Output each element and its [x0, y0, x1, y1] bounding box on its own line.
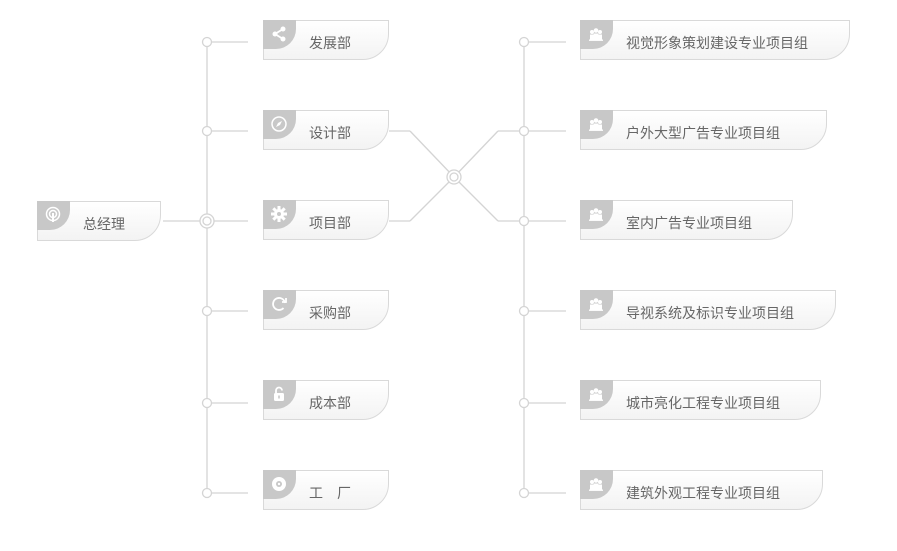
node-department-2[interactable]: 设计部: [263, 110, 389, 150]
group-junction-dot: [518, 487, 530, 499]
dept-junction-dot: [201, 487, 213, 499]
node-label: 视觉形象策划建设专业项目组: [626, 36, 808, 52]
node-project-group-2[interactable]: 户外大型广告专业项目组: [580, 110, 827, 150]
node-project-group-4[interactable]: 导视系统及标识专业项目组: [580, 290, 836, 330]
group-junction-dot: [518, 36, 530, 48]
node-label: 导视系统及标识专业项目组: [626, 306, 794, 322]
team-icon: [589, 118, 603, 131]
node-label: 设计部: [309, 126, 351, 142]
team-icon: [589, 208, 603, 221]
unlock-icon: [274, 386, 284, 401]
group-junction-dot: [518, 397, 530, 409]
root-junction-dot: [202, 216, 212, 226]
group-junction-dot: [518, 305, 530, 317]
node-label: 总经理: [83, 217, 125, 233]
dept-junction-dot: [201, 305, 213, 317]
node-department-4[interactable]: 采购部: [263, 290, 389, 330]
group-junction-dot: [518, 125, 530, 137]
group-junction-dot: [518, 215, 530, 227]
team-icon: [589, 28, 603, 41]
hub-to-group-3-line: [453, 176, 499, 222]
node-department-6[interactable]: 工 厂: [263, 470, 389, 510]
node-department-3[interactable]: 项目部: [263, 200, 389, 240]
node-department-1[interactable]: 发展部: [263, 20, 389, 60]
node-label: 城市亮化工程专业项目组: [626, 396, 780, 412]
node-project-group-3[interactable]: 室内广告专业项目组: [580, 200, 793, 240]
share-icon: [272, 26, 286, 42]
node-label: 户外大型广告专业项目组: [626, 126, 780, 142]
dept-junction-dot: [201, 125, 213, 137]
hub-to-group-2-line: [453, 130, 499, 178]
node-label: 项目部: [309, 216, 351, 232]
dept-junction-dot: [201, 36, 213, 48]
node-label: 发展部: [309, 36, 351, 52]
team-icon: [589, 478, 603, 491]
node-label: 室内广告专业项目组: [626, 216, 752, 232]
node-project-group-5[interactable]: 城市亮化工程专业项目组: [580, 380, 821, 420]
refresh-icon: [272, 297, 287, 311]
node-label: 采购部: [309, 306, 351, 322]
node-project-group-6[interactable]: 建筑外观工程专业项目组: [580, 470, 823, 510]
node-general-manager[interactable]: 总经理: [37, 201, 161, 241]
gear-icon: [271, 206, 287, 222]
dept-junction-dot: [201, 397, 213, 409]
design-cross-line: [409, 130, 455, 178]
compass-icon: [271, 116, 287, 132]
node-label: 建筑外观工程专业项目组: [626, 486, 780, 502]
hub-junction-dot: [449, 172, 459, 182]
team-icon: [589, 388, 603, 401]
node-label: 成本部: [309, 396, 351, 412]
project-cross-line: [409, 176, 455, 222]
node-project-group-1[interactable]: 视觉形象策划建设专业项目组: [580, 20, 850, 60]
broadcast-icon: [45, 206, 61, 222]
node-department-5[interactable]: 成本部: [263, 380, 389, 420]
team-icon: [589, 298, 603, 311]
node-label: 工 厂: [309, 486, 351, 502]
dial-icon: [272, 477, 286, 491]
